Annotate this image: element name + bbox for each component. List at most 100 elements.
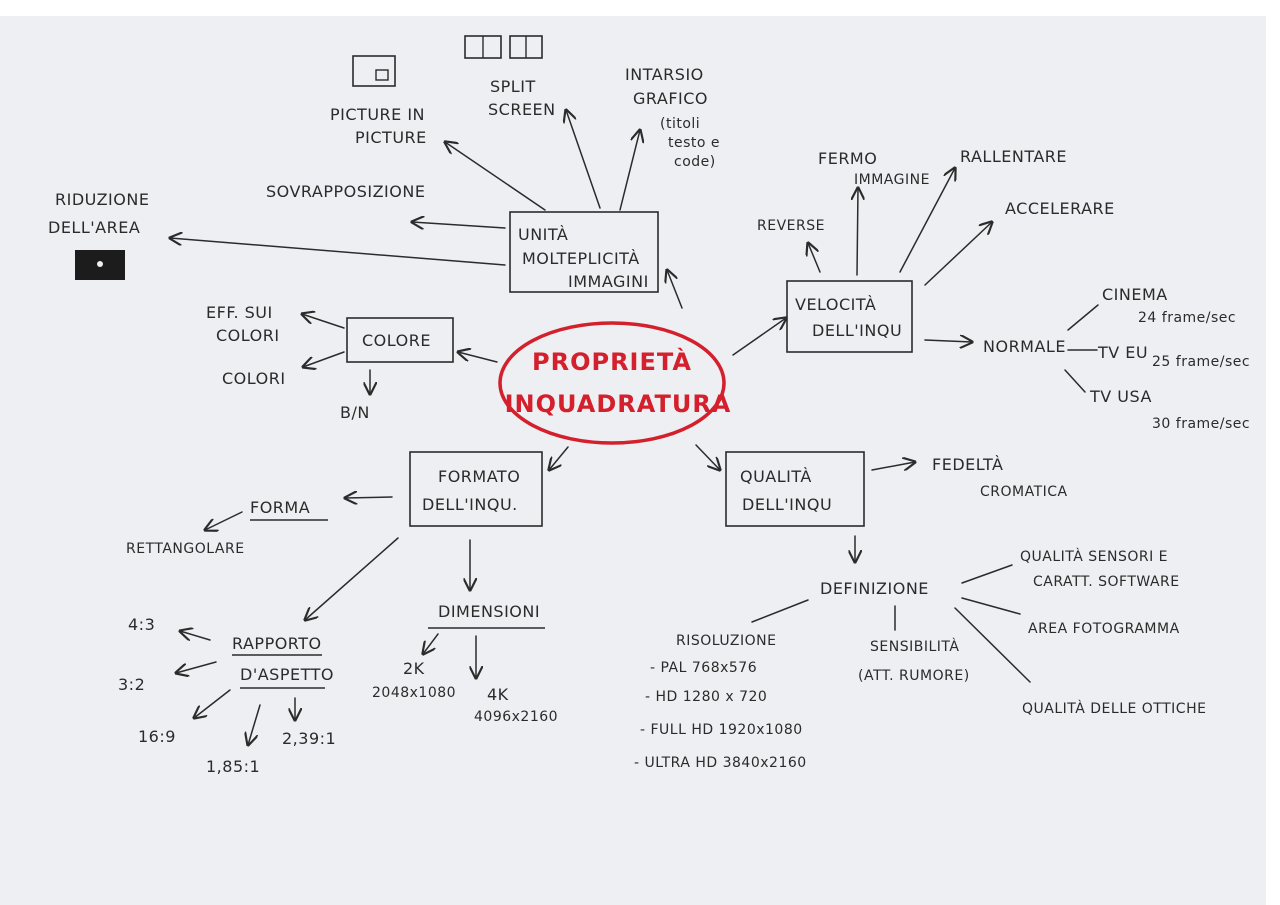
velocita-box-line2: DELL'INQU [812,321,902,340]
colore-branch: COLORE EFF. SUI COLORI COLORI B/N [206,303,498,422]
arrow-center-to-formato [549,446,569,470]
center-ellipse [498,321,726,445]
colori-label: COLORI [222,369,286,388]
arrow-to-rapporto [305,537,399,620]
dim-2k-line1: 2K [403,659,425,678]
fedelta-line2: CROMATICA [980,484,1068,500]
split-line2: SCREEN [488,100,556,119]
formato-branch: FORMATO DELL'INQU. FORMA RETTANGOLARE RA… [118,446,569,776]
ratio-3-2: 3:2 [118,675,145,694]
qualita-box [725,451,865,527]
intarsio-line2: GRAFICO [633,89,708,108]
scan-border-top [0,0,1280,16]
line-to-area [961,597,1021,615]
arrow-to-ratio-4-3 [180,631,211,640]
arrow-to-accelerare [924,222,992,286]
format-ultrahd: - ULTRA HD 3840x2160 [634,755,807,771]
arrow-to-forma [345,497,393,498]
normale-label: NORMALE [983,337,1066,356]
picture-in-picture-icon [352,55,396,87]
qualita-branch: QUALITÀ DELL'INQU FEDELTÀ CROMATICA DEFI… [634,444,1206,771]
tv-eu-line2: 25 frame/sec [1152,354,1250,370]
arrow-to-colori [303,351,345,367]
arrow-center-to-unita [667,270,683,309]
riduzione-line1: RIDUZIONE [55,190,149,209]
center-title-line1: PROPRIETÀ [532,347,692,376]
unita-box-line2: MOLTEPLICITÀ [522,249,640,268]
eff-colori-line2: COLORI [216,326,280,345]
arrow-to-riduzione [170,238,506,266]
sovrapposizione-label: SOVRAPPOSIZIONE [266,182,425,201]
arrow-to-pip [445,142,546,211]
dim-4k-line1: 4K [487,685,509,704]
dim-2k-line2: 2048x1080 [372,685,456,701]
split-line1: SPLIT [490,77,536,96]
arrow-to-eff-colori [302,314,345,329]
arrow-center-to-qualita [695,444,720,470]
unita-box [509,211,659,293]
arrow-to-sovrapposizione [412,222,506,228]
velocita-box [786,280,913,353]
line-to-risoluzione [751,599,809,623]
line-to-cinema [1067,304,1099,331]
arrow-to-split [566,110,601,209]
formato-box-line2: DELL'INQU. [422,495,518,514]
formato-box [409,451,543,527]
tv-eu-line1: TV EU [1097,343,1148,362]
intarsio-note-line2: testo e [668,135,720,151]
arrow-to-ratio-16-9 [194,689,231,718]
sensori-line1: QUALITÀ SENSORI E [1020,548,1168,565]
dim-4k-line2: 4096x2160 [474,709,558,725]
accelerare-label: ACCELERARE [1005,199,1115,218]
forma-label: FORMA [250,498,310,517]
scan-border-right [1266,0,1280,905]
dimensioni-label: DIMENSIONI [438,602,540,621]
arrow-to-normale [924,340,972,342]
format-fullhd: - FULL HD 1920x1080 [640,722,803,738]
pip-line1: PICTURE IN [330,105,425,124]
ratio-185: 1,85:1 [206,757,260,776]
arrow-center-to-velocita [732,318,786,356]
split-screen-icon [464,35,543,59]
arrow-to-fedelta [871,462,915,470]
arrow-to-reverse [808,243,821,273]
formato-box-line1: FORMATO [438,467,520,486]
tv-usa-line2: 30 frame/sec [1152,416,1250,432]
format-hd: - HD 1280 x 720 [645,689,767,705]
unita-branch: UNITÀ MOLTEPLICITÀ IMMAGINI RIDUZIONE DE… [48,35,720,309]
colore-box-label: COLORE [362,331,431,350]
unita-box-line1: UNITÀ [518,225,568,244]
cinema-line2: 24 frame/sec [1138,310,1236,326]
sensibilita-line2: (ATT. RUMORE) [858,668,970,684]
arrow-center-to-colore [458,352,498,363]
bn-label: B/N [340,403,370,422]
arrow-to-rettangolare [205,511,243,530]
tv-usa-line1: TV USA [1089,387,1152,406]
eff-colori-line1: EFF. SUI [206,303,273,322]
arrow-to-fermo [857,188,858,276]
sensibilita-line1: SENSIBILITÀ [870,638,959,655]
rettangolare-label: RETTANGOLARE [126,541,245,557]
line-to-tv-usa [1064,369,1086,393]
ratio-239: 2,39:1 [282,729,336,748]
sensori-line2: CARATT. SOFTWARE [1033,574,1180,590]
definizione-label: DEFINIZIONE [820,579,929,598]
ottiche-label: QUALITÀ DELLE OTTICHE [1022,700,1206,717]
rapporto-line1: RAPPORTO [232,634,322,653]
rapporto-line2: D'ASPETTO [240,665,334,684]
ratio-16-9: 16:9 [138,727,176,746]
arrow-to-rallentare [899,168,955,273]
fermo-line2: IMMAGINE [854,172,930,188]
fedelta-line1: FEDELTÀ [932,455,1003,474]
fermo-line1: FERMO [818,149,877,168]
reverse-label: REVERSE [757,218,825,234]
arrow-to-ratio-185 [248,704,261,745]
area-fotogramma-label: AREA FOTOGRAMMA [1028,621,1180,637]
reduced-area-icon [75,250,125,280]
cinema-line1: CINEMA [1102,285,1168,304]
qualita-box-line2: DELL'INQU [742,495,832,514]
rallentare-label: RALLENTARE [960,147,1067,166]
risoluzione-label: RISOLUZIONE [676,633,776,649]
